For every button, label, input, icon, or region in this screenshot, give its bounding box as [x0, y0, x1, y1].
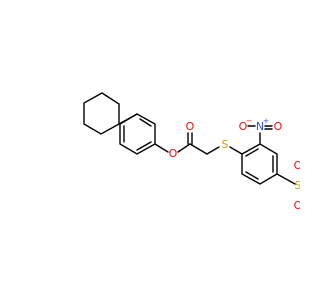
phenyl-ring-2-double-c: [245, 171, 259, 180]
bond-ch2-s: [206, 146, 220, 155]
atom-nitro-oxygen-minus: O: [239, 120, 248, 133]
phenyl-ring-1-double-b: [136, 141, 152, 151]
molecule-structure: O O S N + O − O S O O: [83, 92, 300, 212]
phenyl-ring-2: [241, 143, 278, 185]
atom-sulfonyl-sulfur: S: [295, 179, 300, 192]
bond-ester-o-carbonyl-c: [177, 143, 191, 153]
bond-carbonyl-ch2: [189, 143, 208, 155]
atom-nitro-nitrogen: N: [256, 120, 264, 133]
cyclohexane-ring: [83, 92, 120, 135]
atom-sulfonyl-oxygen-bottom: O: [294, 199, 300, 212]
bond-s-ring2: [229, 146, 243, 155]
atom-ester-oxygen: O: [169, 147, 178, 160]
atom-nitro-oxygen-double: O: [274, 120, 283, 133]
atom-thioether-sulfur: S: [222, 138, 229, 151]
phenyl-ring-2-double-a: [245, 148, 259, 157]
nitro-nitrogen-charge: +: [263, 117, 270, 126]
atom-carbonyl-oxygen: O: [186, 120, 195, 133]
bond-ring2-sulfonyl-s: [276, 173, 296, 185]
nitro-oxygen-charge: −: [246, 117, 253, 126]
phenyl-ring-1: [119, 113, 156, 155]
bond-phenyl-ester-o: [154, 143, 169, 153]
molecule-canvas: O O S N + O − O S O O: [83, 92, 300, 212]
phenyl-ring-1-double-a: [139, 118, 152, 127]
atom-sulfonyl-oxygen-top: O: [294, 159, 300, 172]
